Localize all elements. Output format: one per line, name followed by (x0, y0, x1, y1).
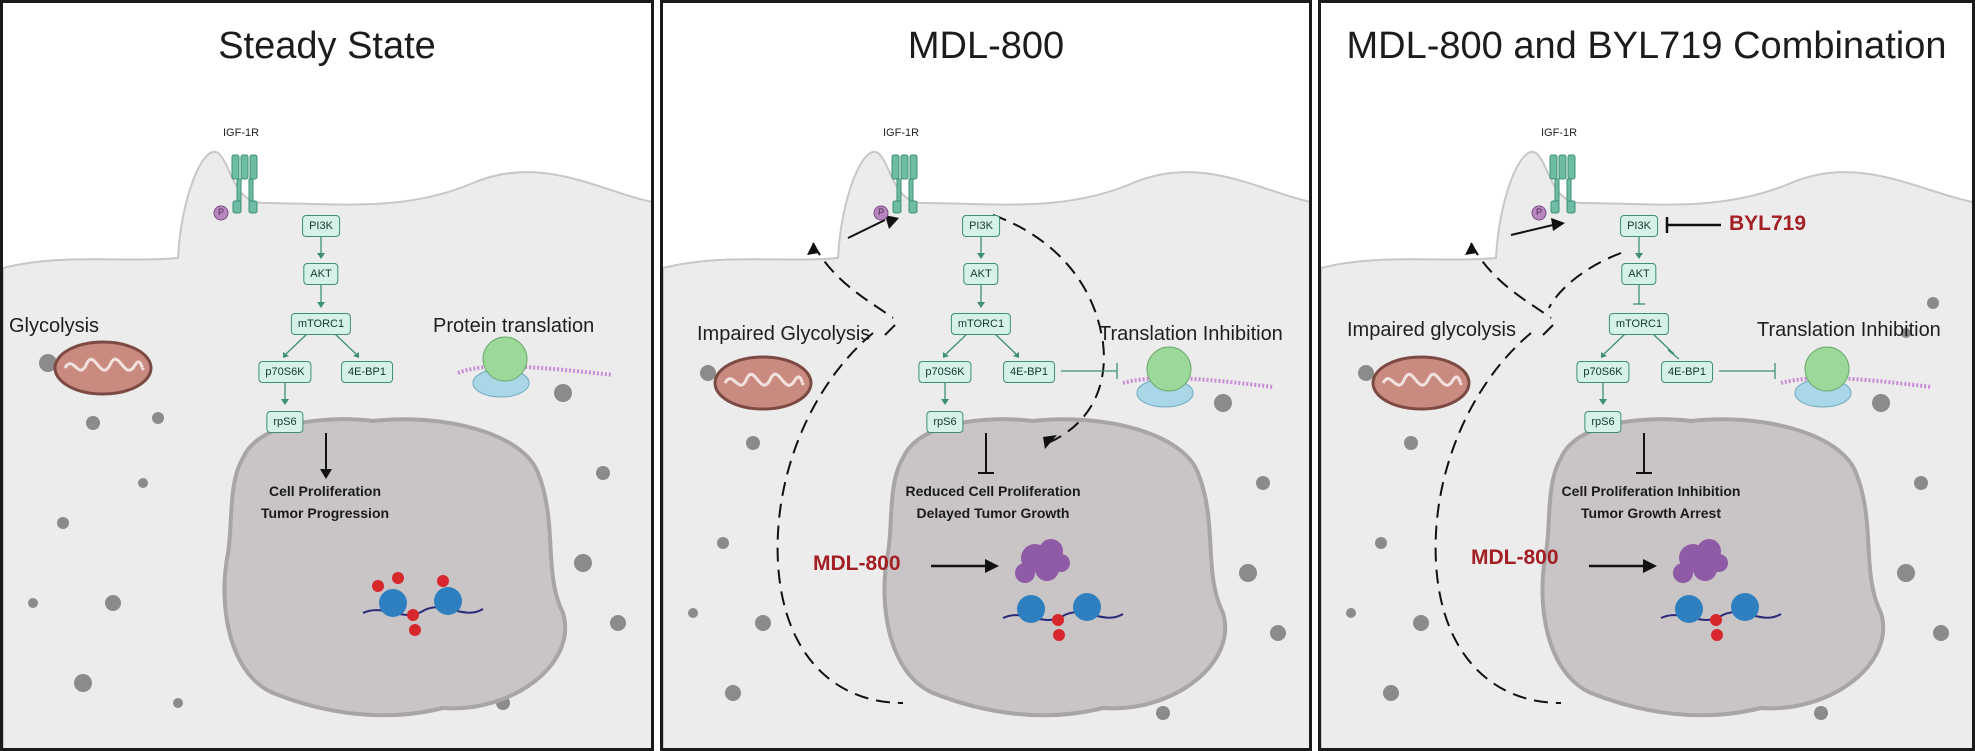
node-pi3k: PI3K (962, 215, 1000, 237)
panel-1-illustration (3, 150, 651, 748)
nucleus (222, 417, 567, 718)
node-akt: AKT (1621, 263, 1657, 285)
drug-label-mdl800: MDL-800 (813, 552, 901, 575)
node-4ebp1: 4E-BP1 (341, 361, 393, 383)
igf1r-receptor-icon (1549, 154, 1576, 214)
ribosome-icon (1780, 346, 1932, 408)
glycolysis-label: Impaired glycolysis (1347, 319, 1516, 341)
node-pi3k: PI3K (1620, 215, 1658, 237)
panel-mdl-800: MDL-800 IGF-1R P PI3K AKT mTORC1 p70S6K … (660, 0, 1312, 751)
node-mtorc1: mTORC1 (290, 313, 352, 335)
glycolysis-label: Impaired Glycolysis (697, 323, 871, 345)
node-4ebp1: 4E-BP1 (1003, 361, 1055, 383)
glycolysis-label: Glycolysis (9, 315, 100, 337)
node-4ebp1: 4E-BP1 (1661, 361, 1713, 383)
outcome-line-2: Delayed Tumor Growth (916, 505, 1070, 521)
node-rps6: rpS6 (926, 411, 964, 433)
node-rps6: rpS6 (1584, 411, 1622, 433)
sirt6-protein-icon (1015, 539, 1070, 583)
ribosome-icon (457, 336, 614, 398)
outcome-line-2: Tumor Growth Arrest (1580, 505, 1721, 521)
igf1r-receptor-icon (231, 154, 258, 214)
phospho-label: P (878, 207, 885, 217)
panel-combination: MDL-800 and BYL719 Combination IGF-1R P … (1318, 0, 1975, 751)
ribosome-icon (1122, 346, 1274, 408)
igf1r-receptor-icon (891, 154, 918, 214)
chromatin-icon (1002, 593, 1124, 641)
feedback-loop (776, 214, 1105, 704)
node-p70s6k: p70S6K (918, 361, 972, 383)
node-p70s6k: p70S6K (1576, 361, 1630, 383)
chromatin-icon (362, 572, 484, 636)
node-rps6: rpS6 (266, 411, 304, 433)
panel-title: Steady State (218, 25, 436, 67)
receptor-label: IGF-1R (1541, 127, 1578, 139)
drug-label-mdl800: MDL-800 (1471, 546, 1559, 569)
panel-title: MDL-800 and BYL719 Combination (1346, 25, 1947, 67)
translation-label: Translation Inhibition (1099, 323, 1283, 345)
node-akt: AKT (303, 263, 339, 285)
receptor-label: IGF-1R (883, 127, 920, 139)
chromatin-icon (1660, 593, 1782, 641)
sirt6-protein-icon (1673, 539, 1728, 583)
mitochondria-icon (53, 340, 153, 396)
mitochondria-icon (713, 355, 813, 411)
vesicles (1346, 297, 1949, 720)
outcome-line-1: Reduced Cell Proliferation (905, 483, 1081, 499)
outcome-line-1: Cell Proliferation (268, 483, 382, 499)
outcome-line-2: Tumor Progression (260, 505, 390, 521)
translation-label: Translation Inhibition (1757, 319, 1941, 341)
outcome-line-1: Cell Proliferation Inhibition (1561, 483, 1741, 499)
node-mtorc1: mTORC1 (1608, 313, 1670, 335)
node-mtorc1: mTORC1 (950, 313, 1012, 335)
panel-2-illustration (663, 150, 1309, 748)
receptor-label: IGF-1R (223, 127, 260, 139)
inhibitor-label-byl719: BYL719 (1729, 212, 1807, 235)
phospho-icon (1531, 205, 1547, 221)
panel-3-illustration (1321, 150, 1972, 748)
node-akt: AKT (963, 263, 999, 285)
vesicles (688, 365, 1286, 720)
phospho-label: P (218, 207, 225, 217)
mitochondria-icon (1371, 355, 1471, 411)
panel-title: MDL-800 (907, 25, 1065, 67)
phospho-label: P (1536, 207, 1543, 217)
panel-steady-state: Steady State IGF-1R P PI3K AKT mTORC1 p7… (0, 0, 654, 751)
translation-label: Protein translation (433, 315, 595, 337)
node-pi3k: PI3K (302, 215, 340, 237)
phospho-icon (213, 205, 229, 221)
node-p70s6k: p70S6K (258, 361, 312, 383)
phospho-icon (873, 205, 889, 221)
feedback-loop (1434, 242, 1622, 704)
